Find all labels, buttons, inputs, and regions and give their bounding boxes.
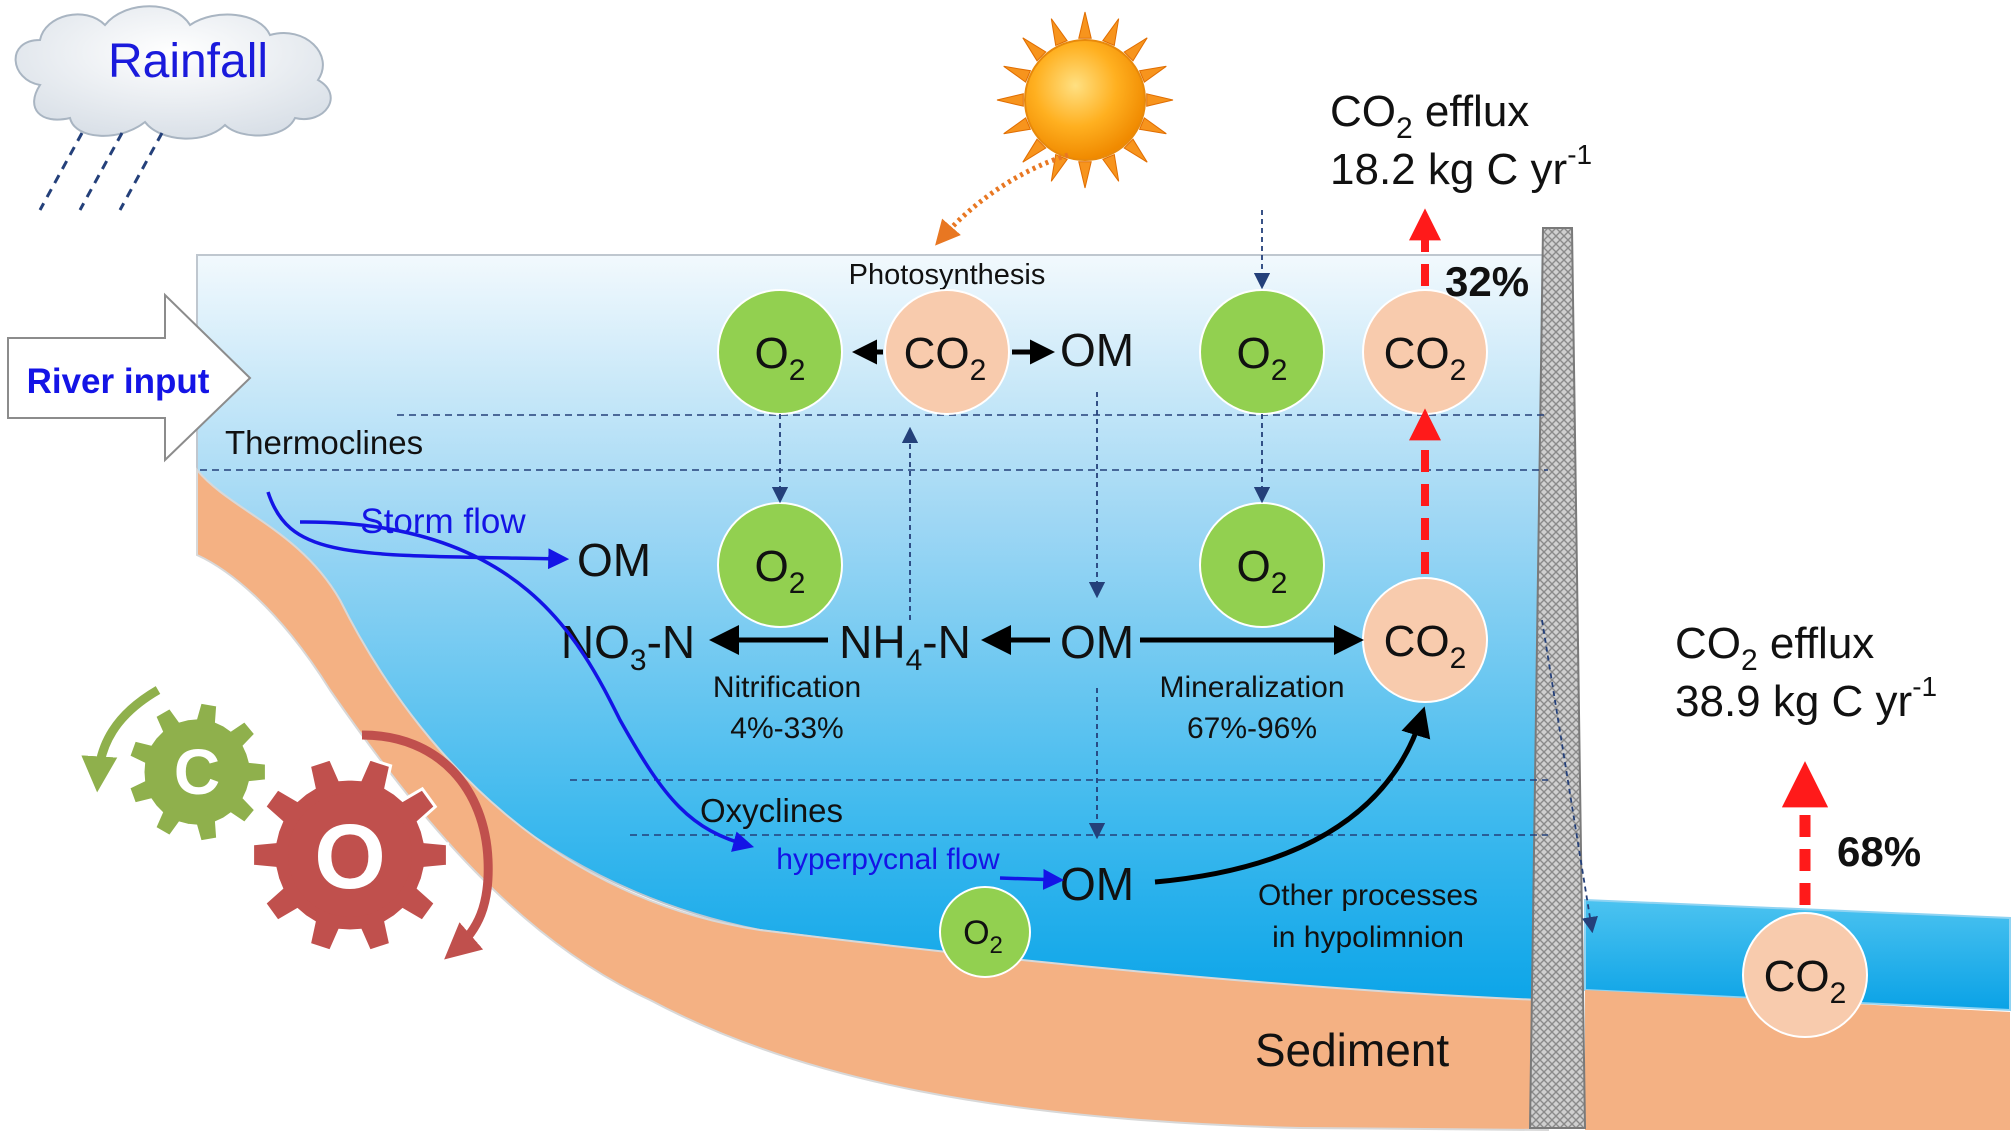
storm-flow-arrows	[266, 491, 1065, 890]
lower-efflux-value: 38.9 kg C yr-1	[1675, 671, 1937, 726]
o2-upper-right: O2	[1199, 289, 1325, 415]
svg-text:CO2: CO2	[1764, 952, 1847, 1010]
rainfall-label: Rainfall	[108, 35, 268, 88]
om-bottom: OM	[1060, 858, 1134, 910]
co2-downstream: CO2	[1742, 912, 1868, 1038]
upper-efflux-title: CO2 efflux	[1330, 87, 1529, 145]
sun-ray	[1146, 93, 1174, 107]
lower-efflux-percent: 68%	[1837, 828, 1921, 875]
sun-ray	[1003, 65, 1032, 83]
sun-icon	[996, 11, 1174, 189]
upper-efflux-value: 18.2 kg C yr-1	[1330, 139, 1592, 194]
svg-text:O2: O2	[963, 914, 1003, 959]
o2-middle-right: O2	[1199, 502, 1325, 628]
svg-text:O2: O2	[755, 329, 806, 387]
sediment-label: Sediment	[1255, 1024, 1450, 1076]
sun-ray	[1022, 138, 1047, 163]
svg-text:O2: O2	[1237, 329, 1288, 387]
mineralization-label: Mineralization	[1159, 671, 1344, 704]
oxyclines-label: Oxyclines	[700, 792, 843, 829]
om-photosynthesis: OM	[1060, 324, 1134, 376]
sun-ray	[1078, 161, 1092, 189]
sun-ray	[1123, 138, 1148, 163]
sun-ray	[1102, 153, 1120, 182]
svg-text:O2: O2	[1237, 542, 1288, 600]
rain-cloud	[14, 5, 332, 140]
om-middle: OM	[1060, 616, 1134, 668]
rain-drops	[38, 132, 164, 211]
nitrification-percent: 4%-33%	[730, 712, 843, 745]
svg-text:CO2: CO2	[1384, 329, 1467, 387]
hyperpycnal-flow-label: hyperpycnal flow	[776, 843, 1000, 876]
river-input-arrow	[7, 292, 252, 463]
sun-ray	[1138, 117, 1167, 135]
co2-photosynthesis: CO2	[884, 289, 1010, 415]
sun-ray	[996, 93, 1024, 107]
gear-c-rotation-arrow	[81, 686, 161, 793]
om-storm: OM	[577, 534, 651, 586]
sun-ray	[1003, 117, 1032, 135]
vertical-exchange-arrows	[771, 210, 1598, 934]
efflux-arrows	[1409, 208, 1829, 905]
process-arrows	[709, 339, 1431, 885]
sun-ray	[1102, 18, 1120, 47]
mineralization-percent: 67%-96%	[1187, 712, 1317, 745]
o2-middle-left: O2	[717, 502, 843, 628]
gear-o-icon: O	[251, 757, 449, 953]
sunlight-arrow	[935, 152, 1069, 246]
svg-text:O: O	[314, 806, 386, 908]
thermoclines-label: Thermoclines	[225, 424, 423, 461]
other-processes-line1: Other processes	[1258, 879, 1478, 912]
svg-text:O2: O2	[755, 542, 806, 600]
sun-ray	[1078, 11, 1092, 39]
nitrification-label: Nitrification	[713, 671, 861, 704]
upper-efflux-percent: 32%	[1445, 258, 1529, 305]
sun-ray	[1138, 65, 1167, 83]
photosynthesis-label: Photosynthesis	[849, 259, 1046, 291]
lower-efflux-title: CO2 efflux	[1675, 619, 1874, 677]
no3-n-label: NO3-N	[561, 616, 695, 677]
o2-bottom: O2	[939, 886, 1031, 978]
river-input-label: River input	[27, 362, 210, 401]
nh4-n-label: NH4-N	[839, 616, 971, 677]
sun-ray	[1123, 37, 1148, 62]
thermocline-lines	[200, 414, 1548, 471]
svg-text:C: C	[174, 736, 220, 808]
gear-o-rotation-arrow	[361, 730, 493, 960]
co2-mineralization: CO2	[1362, 577, 1488, 703]
dam	[1528, 227, 1587, 1129]
co2-surface: CO2	[1362, 289, 1488, 415]
sun-ray	[1050, 18, 1068, 47]
sun-ray	[1022, 37, 1047, 62]
other-processes-line2: in hypolimnion	[1272, 921, 1464, 954]
o2-upper-left: O2	[717, 289, 843, 415]
downstream-sediment	[1585, 990, 2010, 1130]
storm-flow-label: Storm flow	[360, 502, 526, 541]
svg-text:CO2: CO2	[1384, 617, 1467, 675]
gear-c-icon: C	[126, 700, 268, 844]
svg-text:CO2: CO2	[904, 329, 987, 387]
